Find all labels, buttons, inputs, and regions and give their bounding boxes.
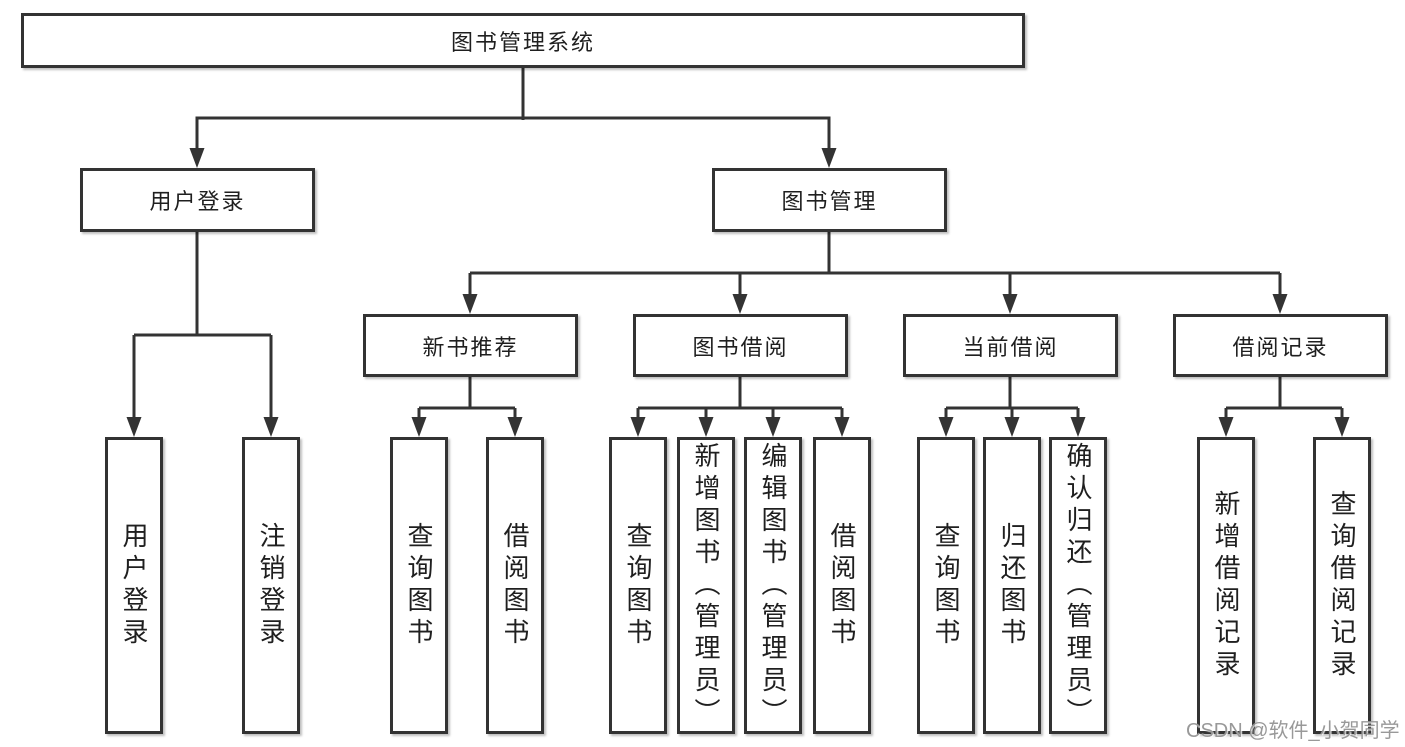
arrow-down-icon	[834, 417, 850, 437]
arrow-down-icon	[126, 417, 142, 437]
watermark: CSDN @软件_小贺同学	[1186, 720, 1400, 742]
leaf-label: 确认归还（管理员）	[1063, 441, 1093, 730]
node-new-book-recommendation: 新书推荐	[363, 314, 578, 377]
arrow-down-icon	[1334, 417, 1350, 437]
node-borrowing-records: 借阅记录	[1173, 314, 1388, 377]
leaf-query-books-borrowing: 查询图书	[609, 437, 667, 734]
leaf-user-login: 用户登录	[105, 437, 163, 734]
connector-path	[132, 68, 1344, 421]
leaf-add-borrow-record: 新增借阅记录	[1197, 437, 1255, 734]
leaf-label: 查询图书	[404, 521, 434, 650]
leaf-label: 编辑图书（管理员）	[758, 441, 788, 730]
leaf-edit-books-admin: 编辑图书（管理员）	[744, 437, 802, 734]
leaf-confirm-return-admin: 确认归还（管理员）	[1049, 437, 1107, 734]
leaf-add-books-admin: 新增图书（管理员）	[677, 437, 735, 734]
arrow-down-icon	[507, 417, 523, 437]
node-user-login: 用户登录	[80, 168, 315, 232]
leaf-return-books: 归还图书	[983, 437, 1041, 734]
arrow-down-icon	[821, 148, 837, 168]
leaf-query-books-recommend: 查询图书	[390, 437, 448, 734]
arrow-down-icon	[630, 417, 646, 437]
leaf-label: 查询借阅记录	[1327, 489, 1357, 682]
arrow-down-icon	[732, 294, 748, 314]
node-book-borrowing: 图书借阅	[633, 314, 848, 377]
leaf-label: 用户登录	[119, 521, 149, 650]
leaf-label: 借阅图书	[500, 521, 530, 650]
connector-wires	[132, 68, 1344, 421]
arrow-down-icon	[263, 417, 279, 437]
arrow-down-icon	[1272, 294, 1288, 314]
arrow-down-icon	[189, 148, 205, 168]
arrow-down-icon	[1218, 417, 1234, 437]
leaf-query-borrow-record: 查询借阅记录	[1313, 437, 1371, 734]
leaf-label: 查询图书	[931, 521, 961, 650]
leaf-query-books-current: 查询图书	[917, 437, 975, 734]
leaf-label: 新增图书（管理员）	[691, 441, 721, 730]
arrow-down-icon	[462, 294, 478, 314]
arrow-down-icon	[938, 417, 954, 437]
leaf-logout-login: 注销登录	[242, 437, 300, 734]
arrow-down-icon	[765, 417, 781, 437]
node-book-management: 图书管理	[712, 168, 947, 232]
node-root: 图书管理系统	[21, 13, 1025, 68]
leaf-label: 注销登录	[256, 521, 286, 650]
arrow-down-icon	[1070, 417, 1086, 437]
node-current-borrowing: 当前借阅	[903, 314, 1118, 377]
leaf-label: 借阅图书	[827, 521, 857, 650]
arrow-down-icon	[698, 417, 714, 437]
leaf-label: 查询图书	[623, 521, 653, 650]
leaf-label: 归还图书	[997, 521, 1027, 650]
arrow-down-icon	[1004, 417, 1020, 437]
arrow-down-icon	[1002, 294, 1018, 314]
arrow-down-icon	[411, 417, 427, 437]
arrowheads	[126, 148, 1350, 437]
leaf-borrow-books-borrowing: 借阅图书	[813, 437, 871, 734]
leaf-borrow-books-recommend: 借阅图书	[486, 437, 544, 734]
leaf-label: 新增借阅记录	[1211, 489, 1241, 682]
